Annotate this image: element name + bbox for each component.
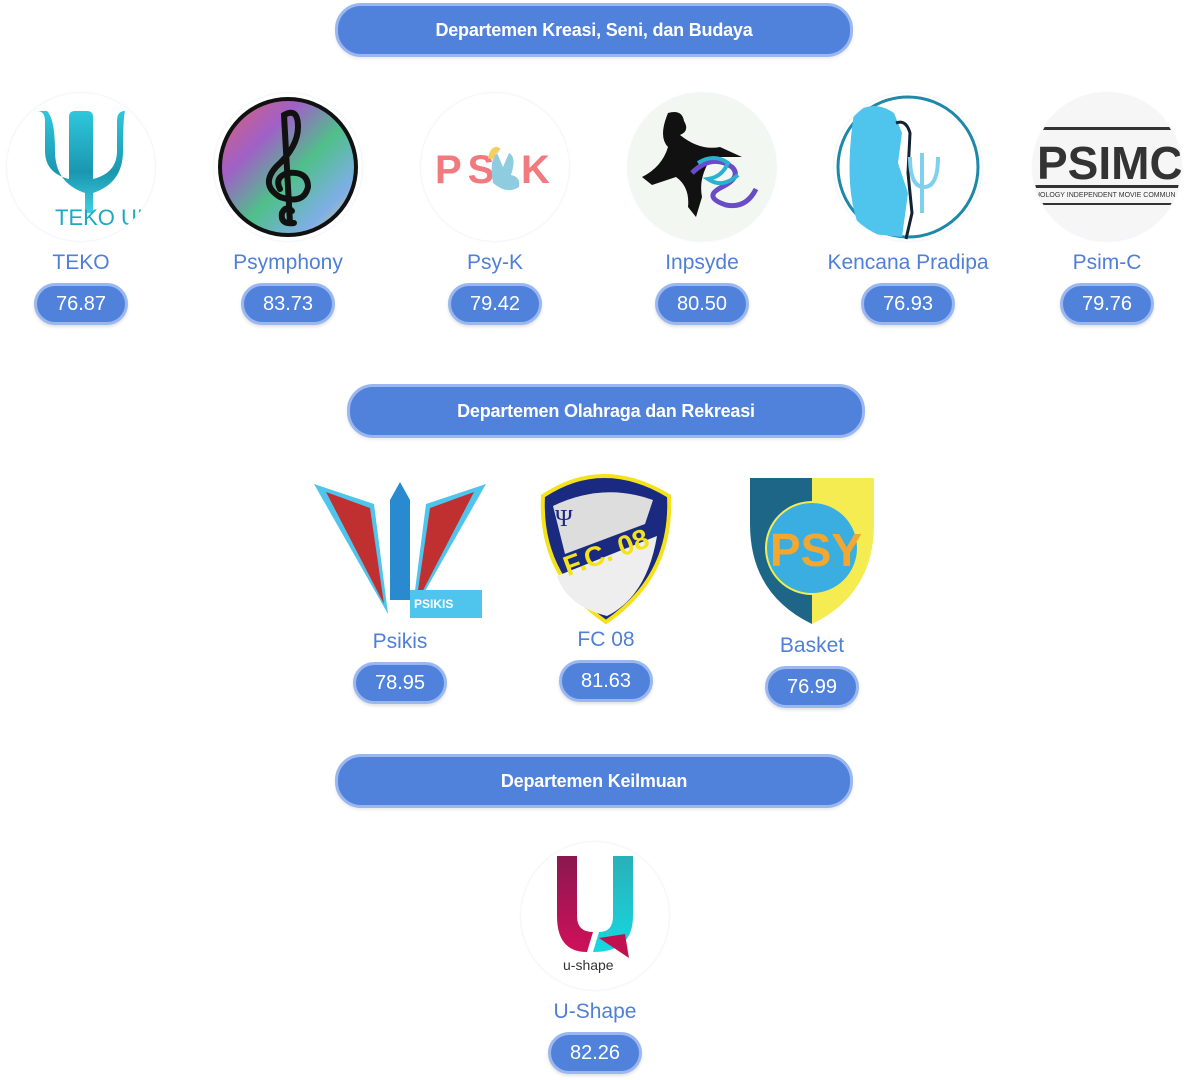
club-card-teko[interactable]: TEKO UI TEKO 76.87 <box>0 93 181 325</box>
club-score: 79.42 <box>448 283 542 325</box>
svg-text:u-shape: u-shape <box>563 957 614 973</box>
club-card-psyk[interactable]: PS K Psy-K 79.42 <box>395 93 595 325</box>
club-card-psymphony[interactable]: Psymphony 83.73 <box>188 93 388 325</box>
dancer-graffiti-logo-icon <box>628 93 776 241</box>
psimc-film-logo-icon: PSIMC HOLOGY INDEPENDENT MOVIE COMMUN <box>1033 93 1181 241</box>
svg-text:PS: PS <box>435 148 500 192</box>
club-card-fc08[interactable]: F.C. 08 Ψ FC 08 81.63 <box>506 466 706 702</box>
ushape-logo-icon: u-shape <box>521 842 669 990</box>
svg-text:Ψ: Ψ <box>555 506 573 532</box>
department-header-kreasi: Departemen Kreasi, Seni, dan Budaya <box>335 3 853 57</box>
club-name: Kencana Pradipa <box>827 251 989 274</box>
club-score: 76.99 <box>765 666 859 708</box>
department-header-olahraga: Departemen Olahraga dan Rekreasi <box>347 384 865 438</box>
club-name: FC 08 <box>577 628 635 651</box>
psyk-hand-logo-icon: PS K <box>421 93 569 241</box>
svg-text:HOLOGY INDEPENDENT MOVIE COMMU: HOLOGY INDEPENDENT MOVIE COMMUN <box>1035 192 1176 199</box>
club-card-u-shape[interactable]: u-shape U-Shape 82.26 <box>495 842 695 1074</box>
club-score: 76.87 <box>34 283 128 325</box>
svg-text:TEKO UI: TEKO UI <box>55 205 143 230</box>
treble-clef-mosaic-logo-icon <box>214 93 362 241</box>
club-score: 76.93 <box>861 283 955 325</box>
club-card-inpsyde[interactable]: Inpsyde 80.50 <box>602 93 802 325</box>
department-header-keilmuan: Departemen Keilmuan <box>335 754 853 808</box>
club-card-kencana-pradipa[interactable]: Kencana Pradipa 76.93 <box>808 93 1008 325</box>
club-name: Inpsyde <box>665 251 739 274</box>
club-score: 82.26 <box>548 1032 642 1074</box>
club-card-psikis[interactable]: PSIKIS Psikis 78.95 <box>300 470 500 704</box>
club-name: Psy-K <box>466 251 523 274</box>
club-score: 80.50 <box>655 283 749 325</box>
teko-psi-masks-logo-icon: TEKO UI <box>7 93 155 241</box>
club-score: 78.95 <box>353 662 447 704</box>
svg-text:K: K <box>521 148 550 192</box>
club-score: 79.76 <box>1060 283 1154 325</box>
club-name: Basket <box>779 634 845 657</box>
silhouette-psi-logo-icon <box>834 93 982 241</box>
svg-text:PSIKIS: PSIKIS <box>414 597 453 611</box>
basket-shield-logo-icon: PSY <box>748 476 876 626</box>
club-card-psim-c[interactable]: PSIMC HOLOGY INDEPENDENT MOVIE COMMUN Ps… <box>1007 93 1189 325</box>
club-score: 81.63 <box>559 660 653 702</box>
club-score: 83.73 <box>241 283 335 325</box>
club-name: Psikis <box>372 630 428 653</box>
club-name: Psymphony <box>233 251 343 274</box>
svg-text:PSY: PSY <box>770 524 862 576</box>
club-name: Psim-C <box>1072 251 1142 274</box>
club-card-basket[interactable]: PSY Basket 76.99 <box>712 476 912 708</box>
psikis-wings-logo-icon: PSIKIS <box>310 470 490 622</box>
club-name: U-Shape <box>553 1000 637 1023</box>
fc08-shield-logo-icon: F.C. 08 Ψ <box>533 466 679 624</box>
svg-text:PSIMC: PSIMC <box>1037 137 1181 189</box>
club-name: TEKO <box>52 251 110 274</box>
